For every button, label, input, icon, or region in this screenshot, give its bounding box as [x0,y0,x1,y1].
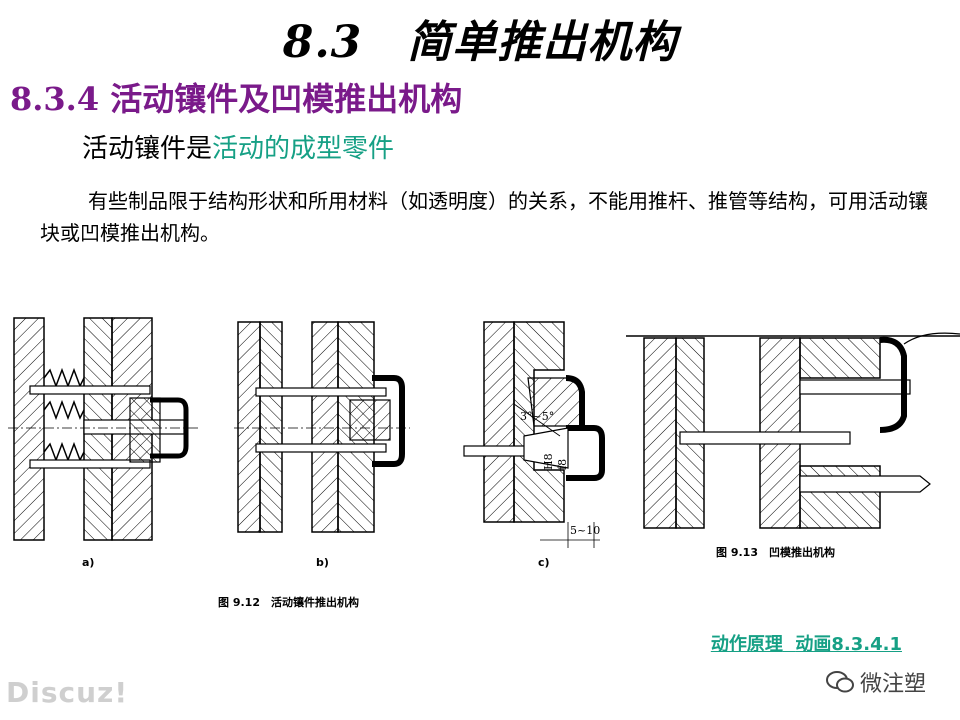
animation-link[interactable]: 动画8.3.4.1 [795,634,902,655]
dim-range-label: 5~10 [570,524,600,537]
figure-b-label: b) [316,556,329,569]
lead-plain: 活动镶件是 [82,134,213,164]
figure-c-label: c) [538,556,550,569]
lead-highlight: 活动的成型零件 [212,134,395,164]
section-heading: 8.3.4 活动镶件及凹模推出机构 [10,80,463,118]
dim-fit-f8-label: f8 [556,459,569,470]
lead-sentence: 活动镶件是活动的成型零件 [82,128,394,165]
figure-913-caption: 图 9.13 凹模推出机构 [716,545,835,559]
dim-fit-h8-label: H8 [542,453,555,470]
body-paragraph: 有些制品限于结构形状和所用材料（如透明度）的关系，不能用推杆、推管等结构，可用活… [40,189,928,245]
discuz-watermark: Discuz! [6,676,129,709]
wechat-icon [826,671,854,693]
figure-912-caption: 图 9.12 活动镶件推出机构 [218,595,359,609]
slide-title: 8.3 简单推出机构 [282,17,678,68]
figure-c-drawing: 3°~5° H8 f8 5~10 [463,321,605,548]
figure-913-drawing [626,332,960,529]
figure-a-label: a) [82,556,94,569]
dim-angle-label: 3°~5° [520,410,554,423]
principle-link[interactable]: 动作原理 [710,634,783,655]
wechat-watermark: 微注塑 [826,666,926,698]
figure-b-drawing [234,321,410,533]
figure-a-drawing [8,317,200,541]
link-group: 动作原理 动画8.3.4.1 [711,630,902,656]
wechat-watermark-text: 微注塑 [860,672,927,697]
